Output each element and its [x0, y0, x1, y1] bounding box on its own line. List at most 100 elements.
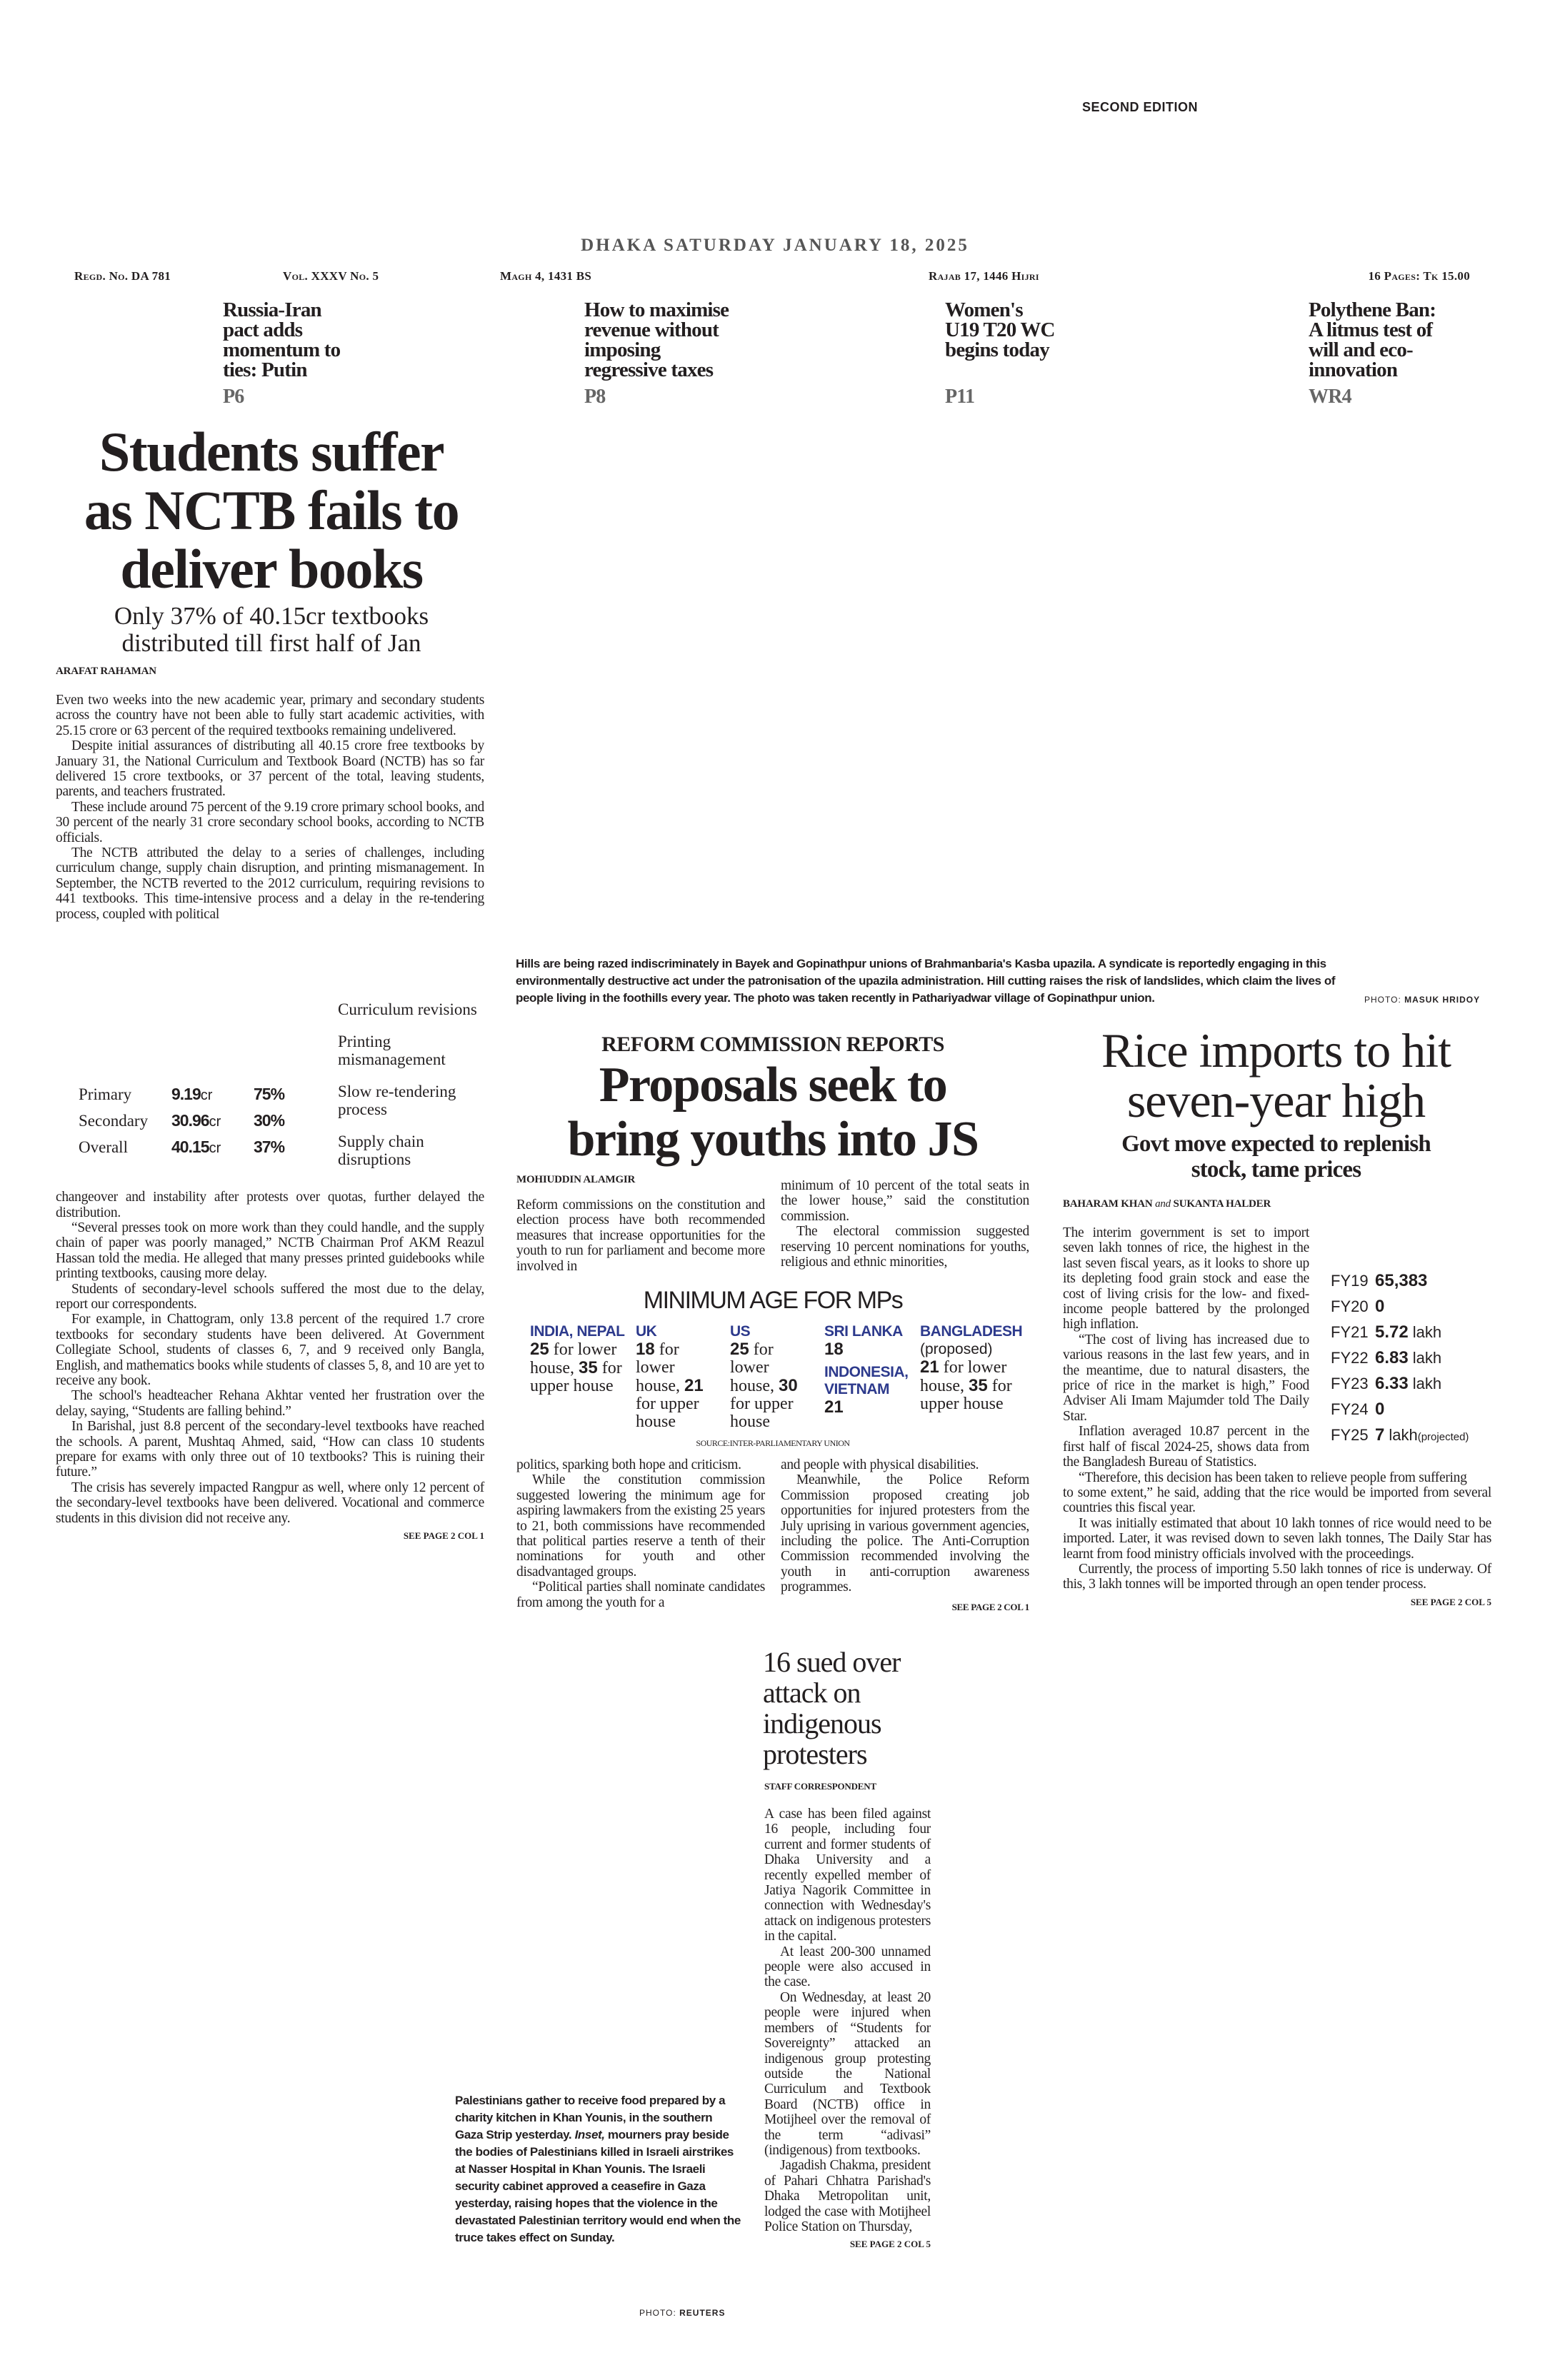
- age-text: for lower house,: [530, 1340, 617, 1378]
- paragraph: These include around 75 percent of the 9…: [56, 799, 484, 845]
- reform-col1-top: Reform commissions on the constitution a…: [516, 1197, 765, 1274]
- teaser-line: How to maximise: [584, 298, 729, 321]
- sued-headline: 16 sued over attack on indigenous protes…: [763, 1647, 949, 1769]
- age-text: for upper house: [730, 1395, 794, 1432]
- lead-body-top: Even two weeks into the new academic yea…: [56, 693, 484, 922]
- teaser-line: ties: Putin: [223, 358, 307, 381]
- reform-top-columns: MOHIUDDIN ALAMGIR Reform commissions on …: [516, 1174, 1029, 1274]
- table-row: Primary 9.19cr 75%: [79, 1085, 285, 1111]
- country-label: BANGLADESH: [920, 1323, 1023, 1340]
- caption-inset: Inset,: [574, 2128, 605, 2142]
- paragraph: “Therefore, this decision has been taken…: [1079, 1470, 1467, 1485]
- teaser-line: Polythene Ban:: [1309, 298, 1436, 321]
- paragraph: Meanwhile, the Police Reform Commission …: [781, 1472, 1029, 1595]
- reform-see-page-link[interactable]: SEE PAGE 2 COL 1: [951, 1601, 1030, 1612]
- credit-label: PHOTO:: [1364, 995, 1401, 1005]
- paragraph: Inflation averaged 10.87 percent in the …: [1063, 1424, 1309, 1470]
- rice-see-page-link[interactable]: SEE PAGE 2 COL 5: [1410, 1596, 1491, 1607]
- row-unit: cr: [200, 1088, 213, 1104]
- upper-age: 30: [779, 1376, 798, 1396]
- row-label: Primary: [79, 1085, 132, 1104]
- reason-item: Slow re-tendering process: [338, 1083, 456, 1119]
- row-percent: 75%: [254, 1085, 285, 1104]
- import-unit: lakh: [1412, 1375, 1442, 1392]
- teaser-russia-iran[interactable]: Russia-Iran pact adds momentum to ties: …: [223, 300, 409, 407]
- paragraph: In Barishal, just 8.8 percent of the sec…: [56, 1419, 484, 1480]
- paragraph: “The cost of living has increased due to…: [1063, 1332, 1309, 1424]
- age-entry: SRI LANKA 18 INDONESIA, VIETNAM 21: [824, 1323, 910, 1431]
- teaser-line: U19 T20 WC: [945, 318, 1055, 341]
- paragraph: The interim government is set to import …: [1063, 1225, 1309, 1332]
- headline-line: Students suffer: [99, 421, 445, 483]
- lower-age: 21: [920, 1357, 939, 1377]
- age-text: for upper house: [636, 1395, 699, 1432]
- teaser-line: imposing: [584, 338, 661, 361]
- paragraph: Jagadish Chakma, president of Pahari Chh…: [764, 2158, 931, 2234]
- upper-age: 35: [579, 1358, 598, 1378]
- row-unit: cr: [209, 1140, 221, 1157]
- teaser-womens-wc[interactable]: Women's U19 T20 WC begins today P11: [945, 300, 1131, 407]
- hill-photo-credit: PHOTO: MASUK HRIDOY: [1364, 995, 1480, 1005]
- paragraph: Even two weeks into the new academic yea…: [56, 693, 484, 738]
- country-label: INDIA, NEPAL: [530, 1323, 625, 1340]
- reform-story-column: MOHIUDDIN ALAMGIR Reform commissions on …: [516, 1174, 1029, 1615]
- upper-age: 35: [969, 1376, 988, 1396]
- teaser-line: pact adds: [223, 318, 303, 341]
- fiscal-year: FY22: [1331, 1349, 1369, 1367]
- row-unit: cr: [209, 1114, 221, 1130]
- fiscal-year: FY23: [1331, 1375, 1369, 1392]
- paragraph: Reform commissions on the constitution a…: [516, 1197, 765, 1274]
- subhead-line: Only 37% of 40.15cr textbooks: [114, 602, 429, 630]
- country-label: US: [730, 1323, 751, 1340]
- textbook-delivery-table: Primary 9.19cr 75% Secondary 30.96cr 30%…: [79, 1085, 285, 1164]
- teaser-line: Women's: [945, 298, 1024, 321]
- caption-text: Palestinians gather to receive food prep…: [455, 2094, 726, 2142]
- row-value: 9.19: [171, 1085, 201, 1104]
- reform-bottom-columns: politics, sparking both hope and critici…: [516, 1457, 1029, 1615]
- teaser-page: P6: [223, 386, 244, 408]
- import-unit: lakh: [1412, 1323, 1442, 1341]
- teaser-line: innovation: [1309, 358, 1398, 381]
- volume-number: Vol. XXXV No. 5: [283, 269, 379, 283]
- lead-see-page-link[interactable]: SEE PAGE 2 COL 1: [403, 1530, 484, 1542]
- reform-col1-bottom: politics, sparking both hope and critici…: [516, 1457, 765, 1615]
- paragraph: The electoral commission suggested reser…: [781, 1224, 1029, 1270]
- paragraph: At least 200-300 unnamed people were als…: [764, 1944, 931, 1990]
- age-text: for lower house,: [920, 1358, 1007, 1396]
- fiscal-year: FY25: [1331, 1426, 1369, 1444]
- import-unit: lakh: [1389, 1426, 1418, 1444]
- projected-note: (projected): [1417, 1431, 1469, 1443]
- reason-item: Curriculum revisions: [338, 1000, 477, 1019]
- lower-age: 21: [824, 1397, 844, 1417]
- lead-story-column: Even two weeks into the new academic yea…: [56, 693, 484, 1542]
- lead-subhead: Only 37% of 40.15cr textbooks distribute…: [43, 603, 500, 657]
- paragraph: Students of secondary-level schools suff…: [56, 1281, 484, 1312]
- teaser-revenue[interactable]: How to maximise revenue without imposing…: [584, 300, 770, 407]
- subhead-line: Govt move expected to replenish: [1121, 1131, 1431, 1157]
- sued-body: A case has been filed against 16 people,…: [764, 1807, 931, 2234]
- country-label: SRI LANKA: [824, 1323, 903, 1340]
- hill-cutting-photo: [516, 428, 1491, 950]
- gaza-photo-caption: Palestinians gather to receive food prep…: [455, 2092, 741, 2246]
- registration-number: Regd. No. DA 781: [74, 269, 171, 283]
- teaser-page: P11: [945, 386, 975, 408]
- teaser-line: A litmus test of: [1309, 318, 1433, 341]
- paragraph: to some extent,” he said, adding that th…: [1063, 1485, 1491, 1516]
- fiscal-year: FY19: [1331, 1272, 1369, 1290]
- caption-text: mourners pray beside the bodies of Pales…: [455, 2128, 741, 2244]
- teaser-polythene[interactable]: Polythene Ban: A litmus test of will and…: [1309, 300, 1494, 407]
- rice-body: The interim government is set to import …: [1063, 1225, 1491, 1592]
- paragraph: The school's headteacher Rehana Akhtar v…: [56, 1388, 484, 1419]
- credit-label: PHOTO:: [639, 2308, 676, 2318]
- sued-see-page-link[interactable]: SEE PAGE 2 COL 5: [849, 2239, 931, 2250]
- age-entry: US 25 for lower house, 30 for upper hous…: [730, 1323, 814, 1431]
- sued-byline: STAFF CORRESPONDENT: [764, 1781, 876, 1792]
- delay-reasons-list: Curriculum revisions Printing mismanagem…: [338, 1000, 484, 1168]
- teaser-line: Russia-Iran: [223, 298, 322, 321]
- textbook-graphic: Primary 9.19cr 75% Secondary 30.96cr 30%…: [56, 1000, 484, 1168]
